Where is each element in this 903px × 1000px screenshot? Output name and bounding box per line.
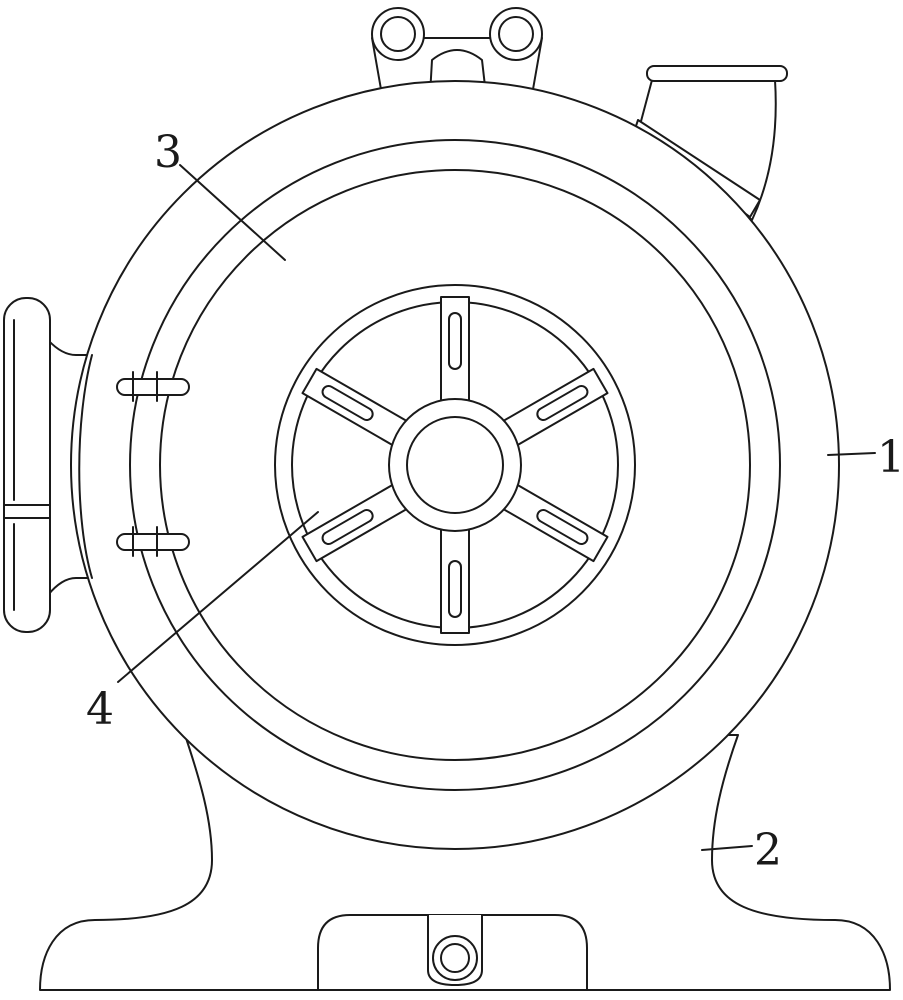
label-part-4: 4 bbox=[86, 684, 114, 735]
side-hooks bbox=[116, 371, 190, 557]
base-support bbox=[39, 734, 891, 991]
label-part-3: 3 bbox=[154, 127, 182, 178]
impeller-spokes bbox=[301, 296, 609, 634]
impeller bbox=[274, 284, 636, 646]
leader-lines bbox=[117, 164, 876, 851]
label-part-2: 2 bbox=[754, 825, 782, 876]
inner-ring bbox=[129, 139, 781, 791]
spoke-slot bbox=[323, 511, 372, 543]
spoke-slot bbox=[538, 511, 587, 543]
spoke-slot bbox=[323, 387, 372, 419]
spoke-slot bbox=[538, 387, 587, 419]
top-lug bbox=[371, 7, 543, 96]
label-part-1: 1 bbox=[877, 432, 903, 483]
